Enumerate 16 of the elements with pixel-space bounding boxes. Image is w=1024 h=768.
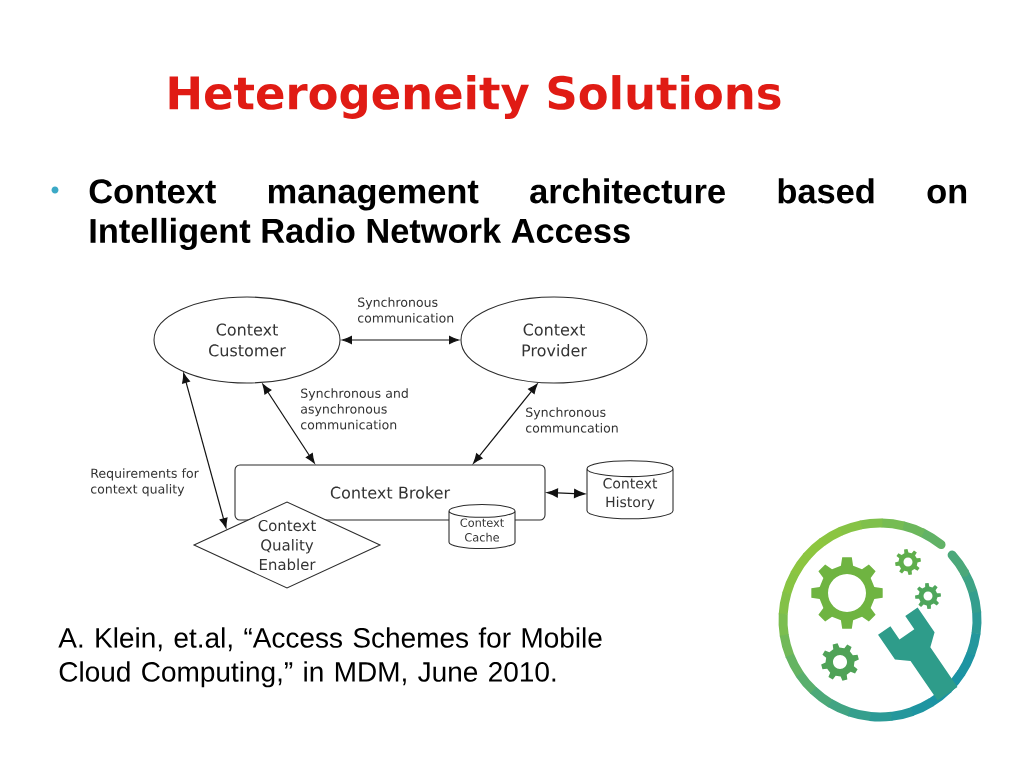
- double-arrow: [341, 335, 460, 345]
- bullet-text: Context management architecture based on Intelligent Radio Network Access: [89, 178, 967, 251]
- ellipse-node: Context Provider: [460, 296, 648, 384]
- edge-label: Synchronous communcation: [525, 407, 618, 433]
- edge-label: Synchronous communication: [357, 297, 454, 323]
- double-arrow: [262, 383, 315, 464]
- double-arrow: [182, 373, 228, 529]
- slide-title: Heterogeneity Solutions: [169, 75, 781, 119]
- database-cylinder: Context Cache: [448, 504, 516, 550]
- double-arrow: [546, 488, 586, 499]
- double-arrow: [473, 383, 538, 464]
- database-cylinder: Context History: [586, 460, 674, 520]
- edge-label: Requirements for context quality: [90, 468, 199, 497]
- citation-text: A. Klein, et.al, “Access Schemes for Mobile Cloud Computing,” in MDM, June 2010.: [58, 627, 602, 688]
- edge-label: Synchronous and asynchronous communication: [300, 388, 408, 430]
- ellipse-node: Context Customer: [153, 296, 341, 384]
